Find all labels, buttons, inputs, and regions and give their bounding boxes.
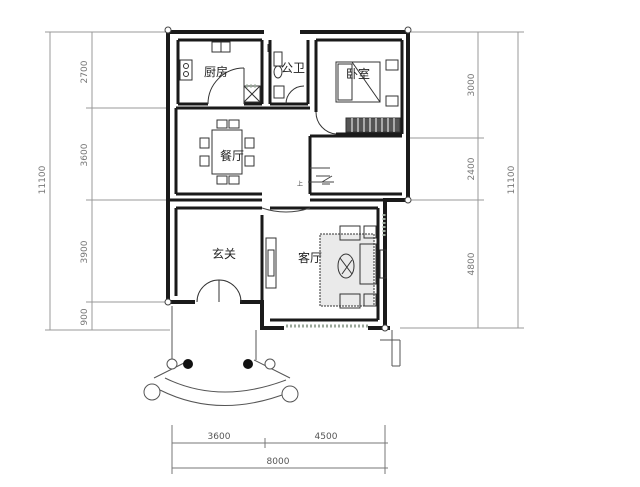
bottom-dim-total: 8000 [267, 457, 290, 467]
bottom-dim-left: 3600 [208, 432, 231, 442]
stairs [308, 167, 334, 185]
left-dimension-lines [45, 31, 170, 331]
left-dim-total: 11100 [38, 165, 48, 194]
living-furniture [265, 225, 387, 309]
left-dim-top: 2700 [80, 60, 90, 83]
left-dim-mid-upper: 3600 [80, 143, 90, 166]
right-dim-mid: 2400 [467, 157, 477, 180]
room-label-foyer: 玄关 [212, 246, 236, 261]
room-label-bedroom: 卧室 [346, 66, 370, 81]
room-label-living: 客厅 [298, 250, 322, 265]
windows [246, 84, 386, 328]
bathroom-fixtures [267, 44, 305, 105]
wall-nodes [164, 26, 412, 332]
entrance-doors [196, 279, 242, 303]
room-label-kitchen: 厨房 [204, 64, 228, 79]
bottom-dim-right: 4500 [315, 432, 338, 442]
porch-pillars [183, 359, 253, 369]
porch-columns [143, 358, 299, 403]
right-dim-total: 11100 [507, 165, 517, 194]
room-label-dining: 餐厅 [220, 148, 244, 163]
right-dimension-lines [400, 31, 524, 329]
bedroom-fixtures [315, 59, 401, 135]
bottom-dimension-lines [171, 425, 388, 474]
left-dim-bottom: 900 [80, 308, 90, 325]
interior-walls [168, 38, 404, 322]
dining-table [199, 119, 255, 185]
right-dim-bottom: 4800 [467, 252, 477, 275]
wardrobe-hatching [351, 118, 395, 132]
left-dim-mid-lower: 3900 [80, 240, 90, 263]
dining-arch [261, 207, 311, 213]
kitchen-fixtures [179, 41, 261, 105]
walls [166, 30, 410, 330]
room-label-bathroom: 公卫 [281, 61, 305, 75]
stair-up-mark: 上 [297, 180, 303, 188]
right-dim-top: 3000 [467, 73, 477, 96]
